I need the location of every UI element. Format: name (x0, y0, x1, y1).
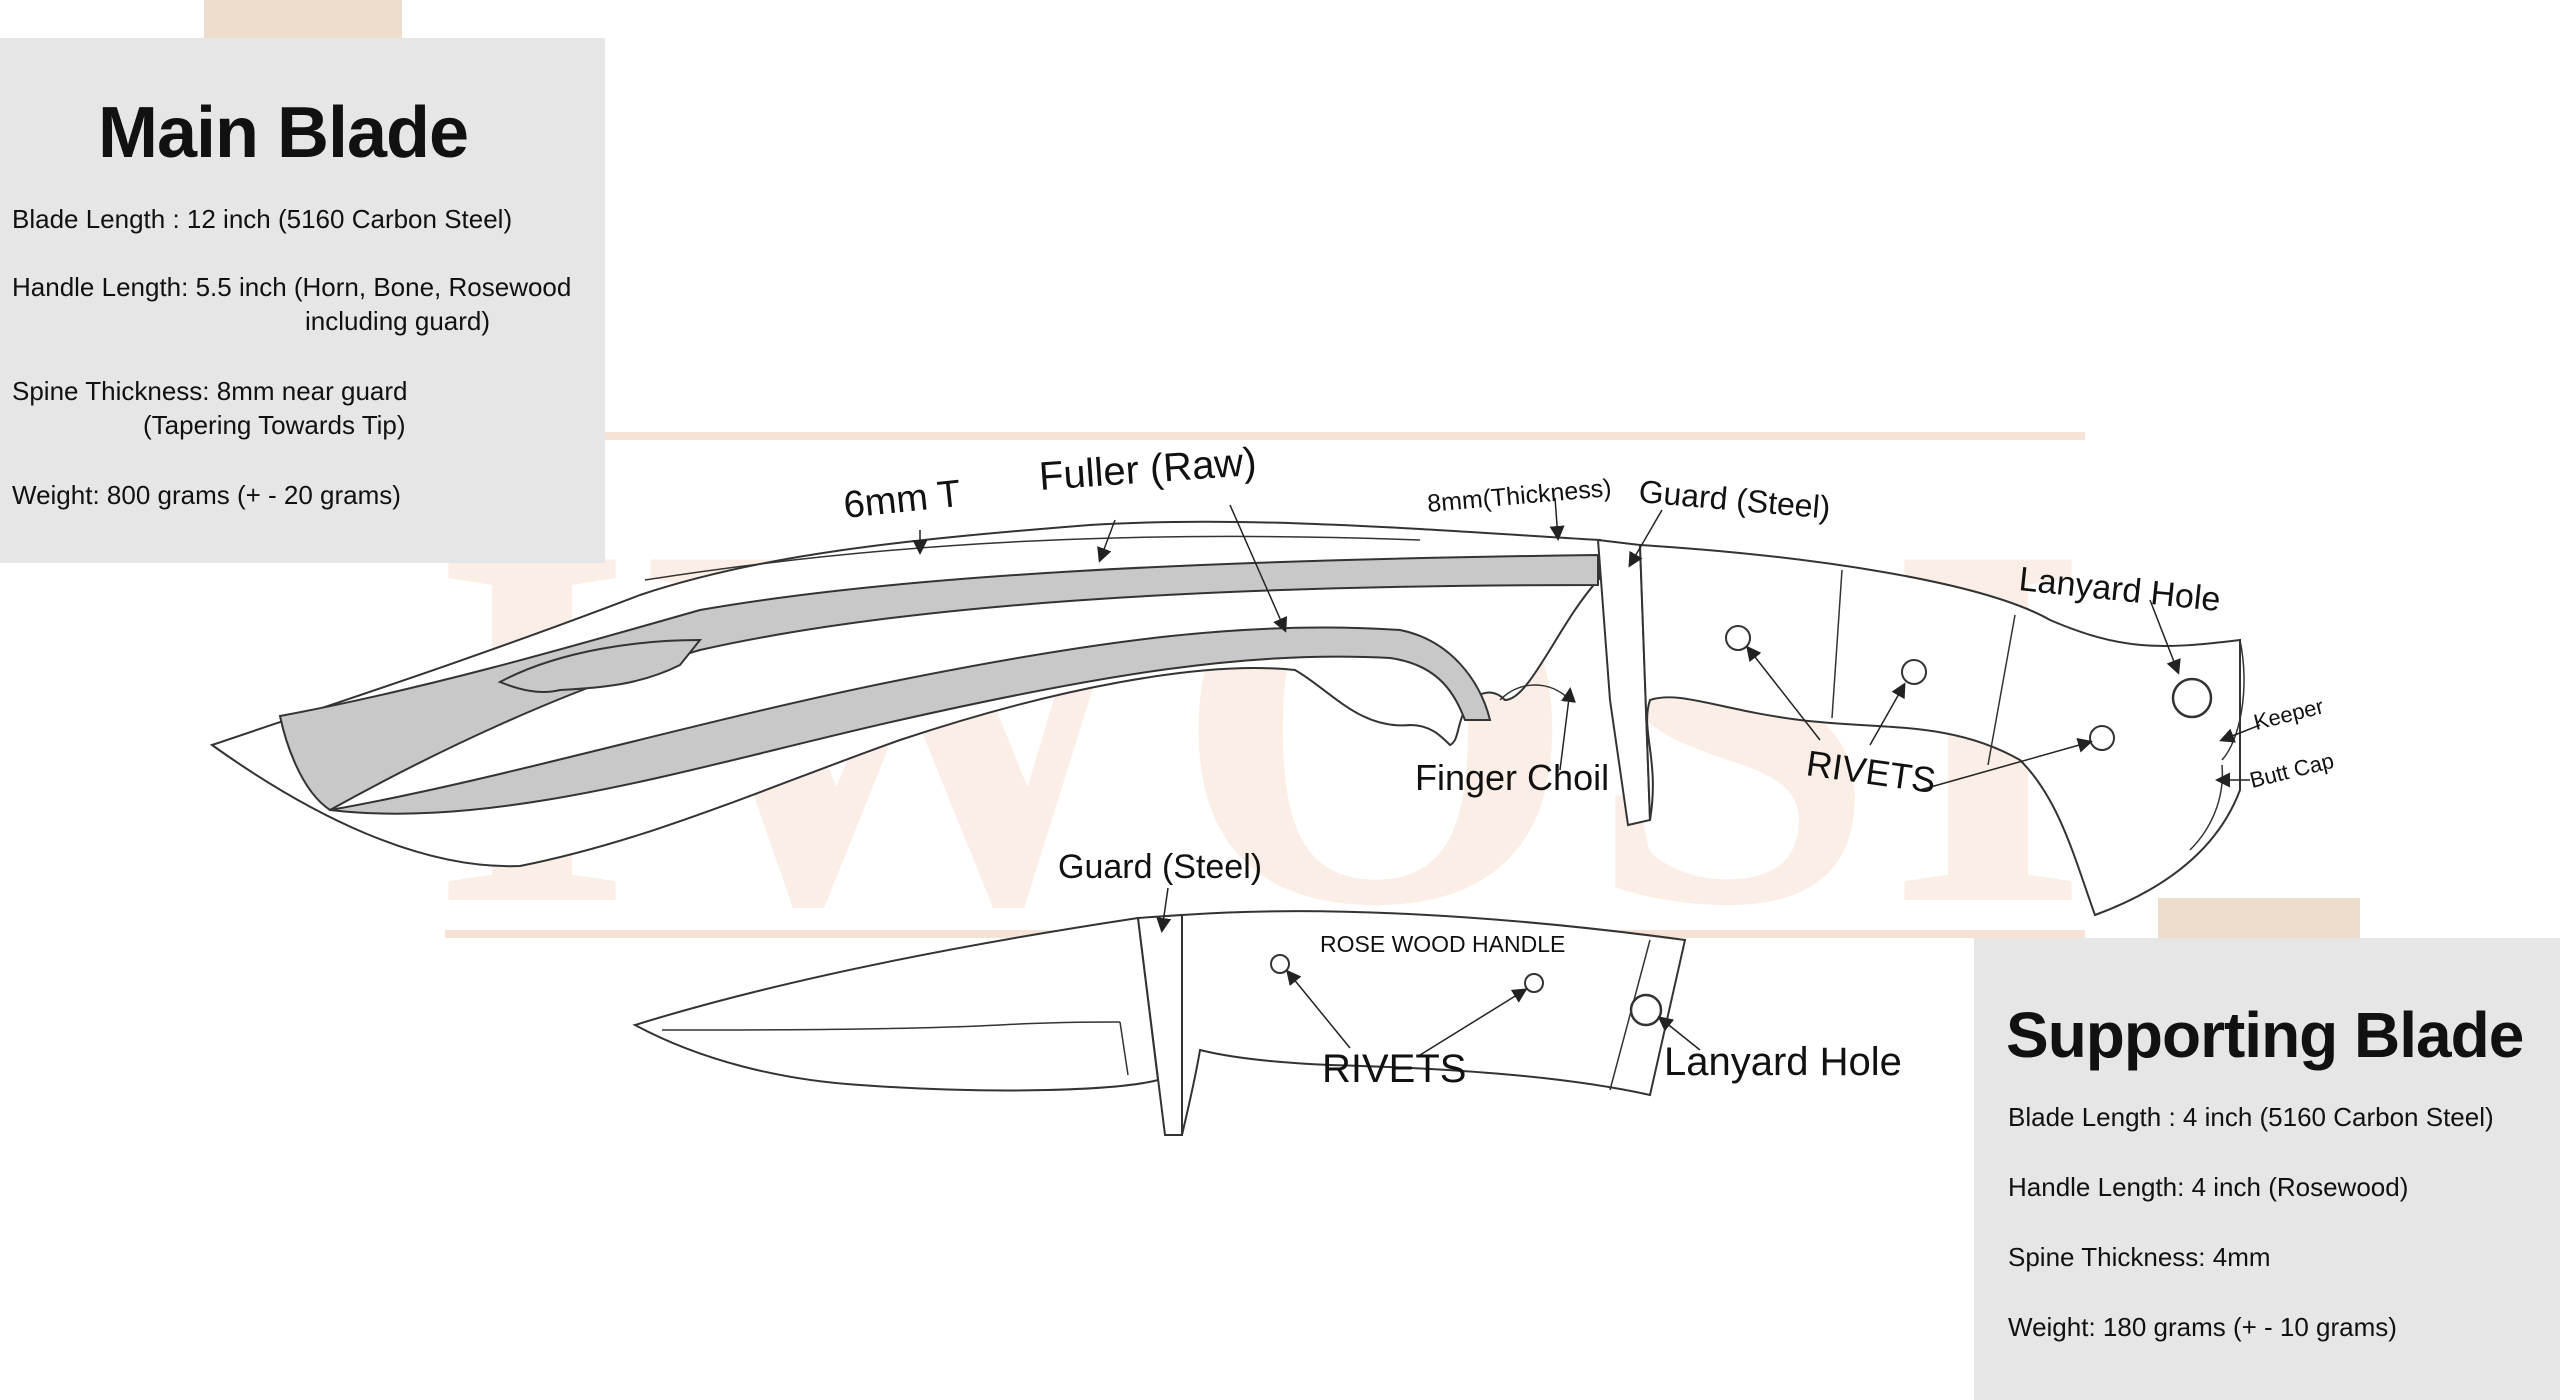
label-rivets-support: RIVETS (1322, 1047, 1466, 1091)
label-guard-support: Guard (Steel) (1058, 848, 1262, 886)
support-blade-outline (632, 916, 1160, 1092)
main-spec-weight: Weight: 800 grams (+ - 20 grams) (12, 480, 401, 510)
main-spec-blade-length: Blade Length : 12 inch (5160 Carbon Stee… (12, 204, 513, 234)
label-finger-choil: Finger Choil (1415, 757, 1609, 798)
support-handle (1181, 910, 1687, 1136)
main-handle (1638, 543, 2241, 917)
main-blade-title: Main Blade (98, 93, 469, 173)
main-blade-panel: Main Blade Blade Length : 12 inch (5160 … (0, 38, 605, 563)
main-blade-drawing (209, 520, 2245, 917)
support-spec-spine: Spine Thickness: 4mm (2008, 1242, 2271, 1272)
support-spec-blade-length: Blade Length : 4 inch (5160 Carbon Steel… (2008, 1102, 2494, 1132)
support-spec-handle-length: Handle Length: 4 inch (Rosewood) (2008, 1172, 2409, 1202)
main-spec-spine: Spine Thickness: 8mm near guard (Taperin… (12, 376, 408, 440)
main-spec-handle-length: Handle Length: 5.5 inch (Horn, Bone, Ros… (12, 272, 572, 336)
label-butt-cap: Butt Cap (2247, 748, 2336, 793)
label-keeper: Keeper (2251, 693, 2326, 734)
supporting-blade-panel: Supporting Blade Blade Length : 4 inch (… (1974, 938, 2560, 1400)
supporting-blade-title: Supporting Blade (2006, 999, 2524, 1071)
main-guard (1596, 538, 1652, 827)
supporting-blade-drawing (632, 910, 1687, 1136)
support-spec-weight: Weight: 180 grams (+ - 10 grams) (2008, 1312, 2397, 1342)
label-lanyard-support: Lanyard Hole (1664, 1040, 1902, 1084)
label-rosewood-handle: ROSE WOOD HANDLE (1320, 931, 1565, 957)
